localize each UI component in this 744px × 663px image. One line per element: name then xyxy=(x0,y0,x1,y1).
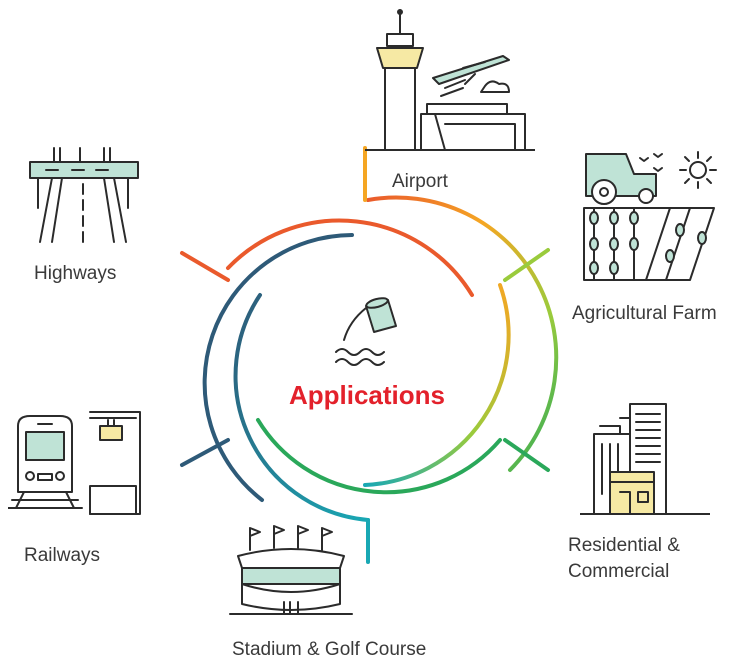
farm-icon xyxy=(583,151,717,281)
label-agricultural-farm: Agricultural Farm xyxy=(572,303,717,324)
label-airport: Airport xyxy=(392,171,448,192)
train-icon xyxy=(8,411,141,515)
pipe-water-icon xyxy=(335,297,397,366)
ring-arc-bottom-right xyxy=(256,418,502,495)
label-commercial: Commercial xyxy=(568,561,670,582)
spoke-residential xyxy=(503,438,550,472)
center-title: Applications xyxy=(288,380,445,410)
ring-arc-right xyxy=(366,195,559,472)
ring-arc-top xyxy=(226,218,474,297)
ring-arc-inner xyxy=(363,283,511,487)
spoke-highways xyxy=(180,251,230,282)
ring-arc-bottom xyxy=(233,293,370,522)
label-residential: Residential & xyxy=(568,535,680,556)
ring-arc-left xyxy=(202,233,354,502)
spoke-railways xyxy=(180,438,230,467)
highway-icon xyxy=(29,147,139,243)
buildings-icon xyxy=(580,403,710,515)
stadium-icon xyxy=(229,525,353,615)
label-railways: Railways xyxy=(24,545,101,566)
label-stadium: Stadium & Golf Course xyxy=(232,639,427,660)
label-highways: Highways xyxy=(34,263,117,284)
airport-icon xyxy=(365,9,535,151)
spoke-farm xyxy=(503,248,550,282)
